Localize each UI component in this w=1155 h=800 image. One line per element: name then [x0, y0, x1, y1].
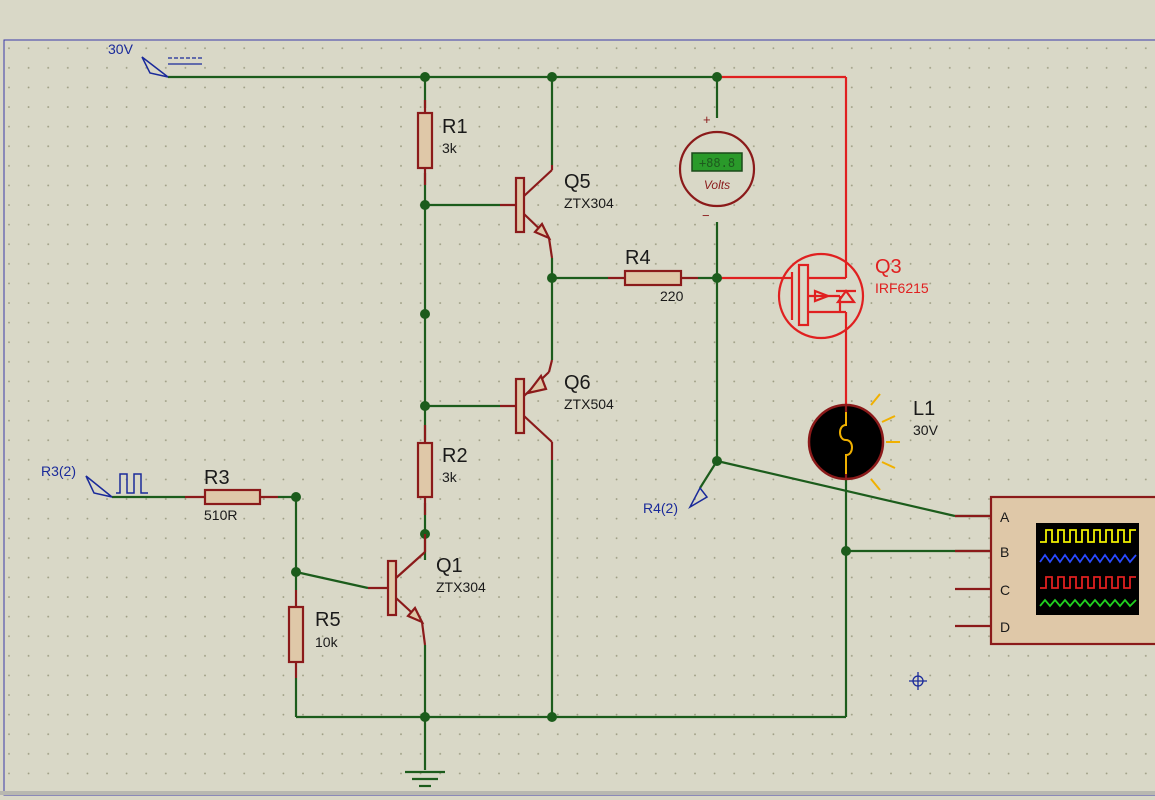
grid-area	[4, 40, 1155, 800]
resistor-r5[interactable]	[287, 590, 305, 678]
r1-value: 3k	[442, 140, 458, 156]
transistor-q5[interactable]	[500, 165, 554, 259]
lamp-l1[interactable]	[807, 393, 900, 491]
junction-dot	[712, 273, 722, 283]
junction-dot	[712, 72, 722, 82]
r4-value: 220	[660, 288, 684, 304]
junction-dot	[547, 72, 557, 82]
terminal-arrow-icon	[688, 486, 709, 509]
r2-value: 3k	[442, 469, 458, 485]
scope-trace-a	[1040, 529, 1136, 543]
l1-value: 30V	[913, 422, 939, 438]
terminal-arrow-icon	[85, 475, 113, 498]
probe-label: R4(2)	[643, 500, 678, 516]
junction-dot	[420, 712, 430, 722]
pulse-waveform-icon	[116, 473, 148, 494]
active-wires	[717, 75, 848, 412]
voltmeter-unit: Volts	[704, 178, 730, 192]
resistors	[185, 100, 698, 678]
junction-dot	[420, 72, 430, 82]
q3-ref: Q3	[875, 256, 902, 278]
r2-ref: R2	[442, 445, 468, 467]
transistor-q6[interactable]	[500, 359, 554, 460]
q5-value: ZTX304	[564, 195, 614, 211]
resistor-r4[interactable]	[608, 269, 698, 287]
junction-dot	[291, 567, 301, 577]
junction-dot	[420, 200, 430, 210]
junction-dot	[712, 456, 722, 466]
r1-ref: R1	[442, 116, 468, 138]
voltmeter-minus: −	[702, 208, 710, 223]
r4-ref: R4	[625, 247, 651, 269]
transistors	[368, 165, 554, 646]
resistor-r2[interactable]	[416, 425, 434, 515]
junction-dot	[420, 401, 430, 411]
oscilloscope[interactable]: A B C D	[955, 495, 1155, 646]
junction-dot	[420, 309, 430, 319]
ground-icon	[405, 770, 445, 788]
voltmeter-plus: +	[703, 112, 711, 127]
junction-dot	[547, 712, 557, 722]
scope-input-leads	[955, 514, 992, 628]
scope-trace-d	[1039, 598, 1137, 608]
r3-value: 510R	[204, 507, 237, 523]
q6-value: ZTX504	[564, 396, 614, 412]
voltmeter-display	[691, 152, 743, 172]
q5-ref: Q5	[564, 171, 591, 193]
junction-dot	[547, 273, 557, 283]
mosfet-q3[interactable]	[777, 252, 865, 340]
scope-channel-c: C	[1000, 582, 1010, 598]
scope-channel-d: D	[1000, 619, 1010, 635]
lamp-rays-icon	[870, 393, 900, 491]
resistor-r1[interactable]	[416, 100, 434, 185]
q1-value: ZTX304	[436, 579, 486, 595]
component-labels: R1 3k Q5 ZTX304 R4 220 Q6 ZTX504 R2 3k R…	[204, 116, 939, 650]
lamp-filament-icon	[839, 410, 853, 474]
crosshair-cursor-icon	[909, 672, 927, 690]
scope-trace-c	[1040, 576, 1136, 589]
mosfet-labels: Q3 IRF6215	[875, 256, 929, 296]
q6-ref: Q6	[564, 372, 591, 394]
supply-terminal[interactable]: 30V	[108, 41, 202, 78]
scope-channel-a: A	[1000, 509, 1010, 525]
l1-ref: L1	[913, 398, 935, 420]
scope-trace-b	[1039, 553, 1137, 564]
q1-ref: Q1	[436, 555, 463, 577]
scope-channel-b: B	[1000, 544, 1009, 560]
terminal-arrow-icon	[141, 56, 169, 78]
supply-label: 30V	[108, 41, 134, 57]
junction-dot	[291, 492, 301, 502]
junctions	[291, 72, 851, 722]
r3-ref: R3	[204, 467, 230, 489]
wire-to-scope-a	[716, 459, 956, 518]
generator-terminal[interactable]: R3(2)	[41, 463, 148, 498]
wire	[295, 570, 369, 590]
voltmeter-reading: +88.8	[699, 156, 735, 170]
q3-value: IRF6215	[875, 280, 929, 296]
r5-value: 10k	[315, 634, 339, 650]
transistor-q1[interactable]	[368, 534, 427, 646]
junction-dot	[841, 546, 851, 556]
resistor-r3[interactable]	[185, 488, 278, 506]
generator-label: R3(2)	[41, 463, 76, 479]
wire	[699, 460, 718, 489]
r5-ref: R5	[315, 609, 341, 631]
voltmeter[interactable]: +88.8 Volts + −	[678, 112, 756, 223]
probe-terminal[interactable]: R4(2)	[643, 486, 709, 516]
